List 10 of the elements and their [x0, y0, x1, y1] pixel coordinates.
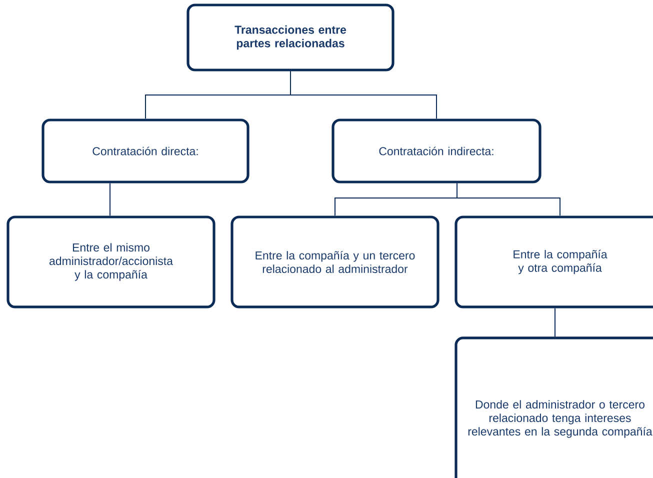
process-box: Donde el administrador o tercero relacionado tenga intereses relevantes en la segunda compañía — [454, 336, 653, 478]
connector-line — [456, 182, 560, 216]
process-box: Entre el mismo administrador/accionista y la compañía — [6, 216, 216, 308]
title-box: Transacciones entre partes relacionadas — [186, 4, 394, 72]
process-box: Entre la compañía y un tercero relacionado al administrador — [230, 216, 440, 308]
connector-line — [554, 308, 556, 338]
process-box: Contratación directa: — [42, 118, 250, 184]
connector-line — [290, 70, 437, 120]
process-box: Entre la compañía y otra compañía — [454, 216, 653, 308]
process-box: Contratación indirecta: — [332, 118, 542, 184]
